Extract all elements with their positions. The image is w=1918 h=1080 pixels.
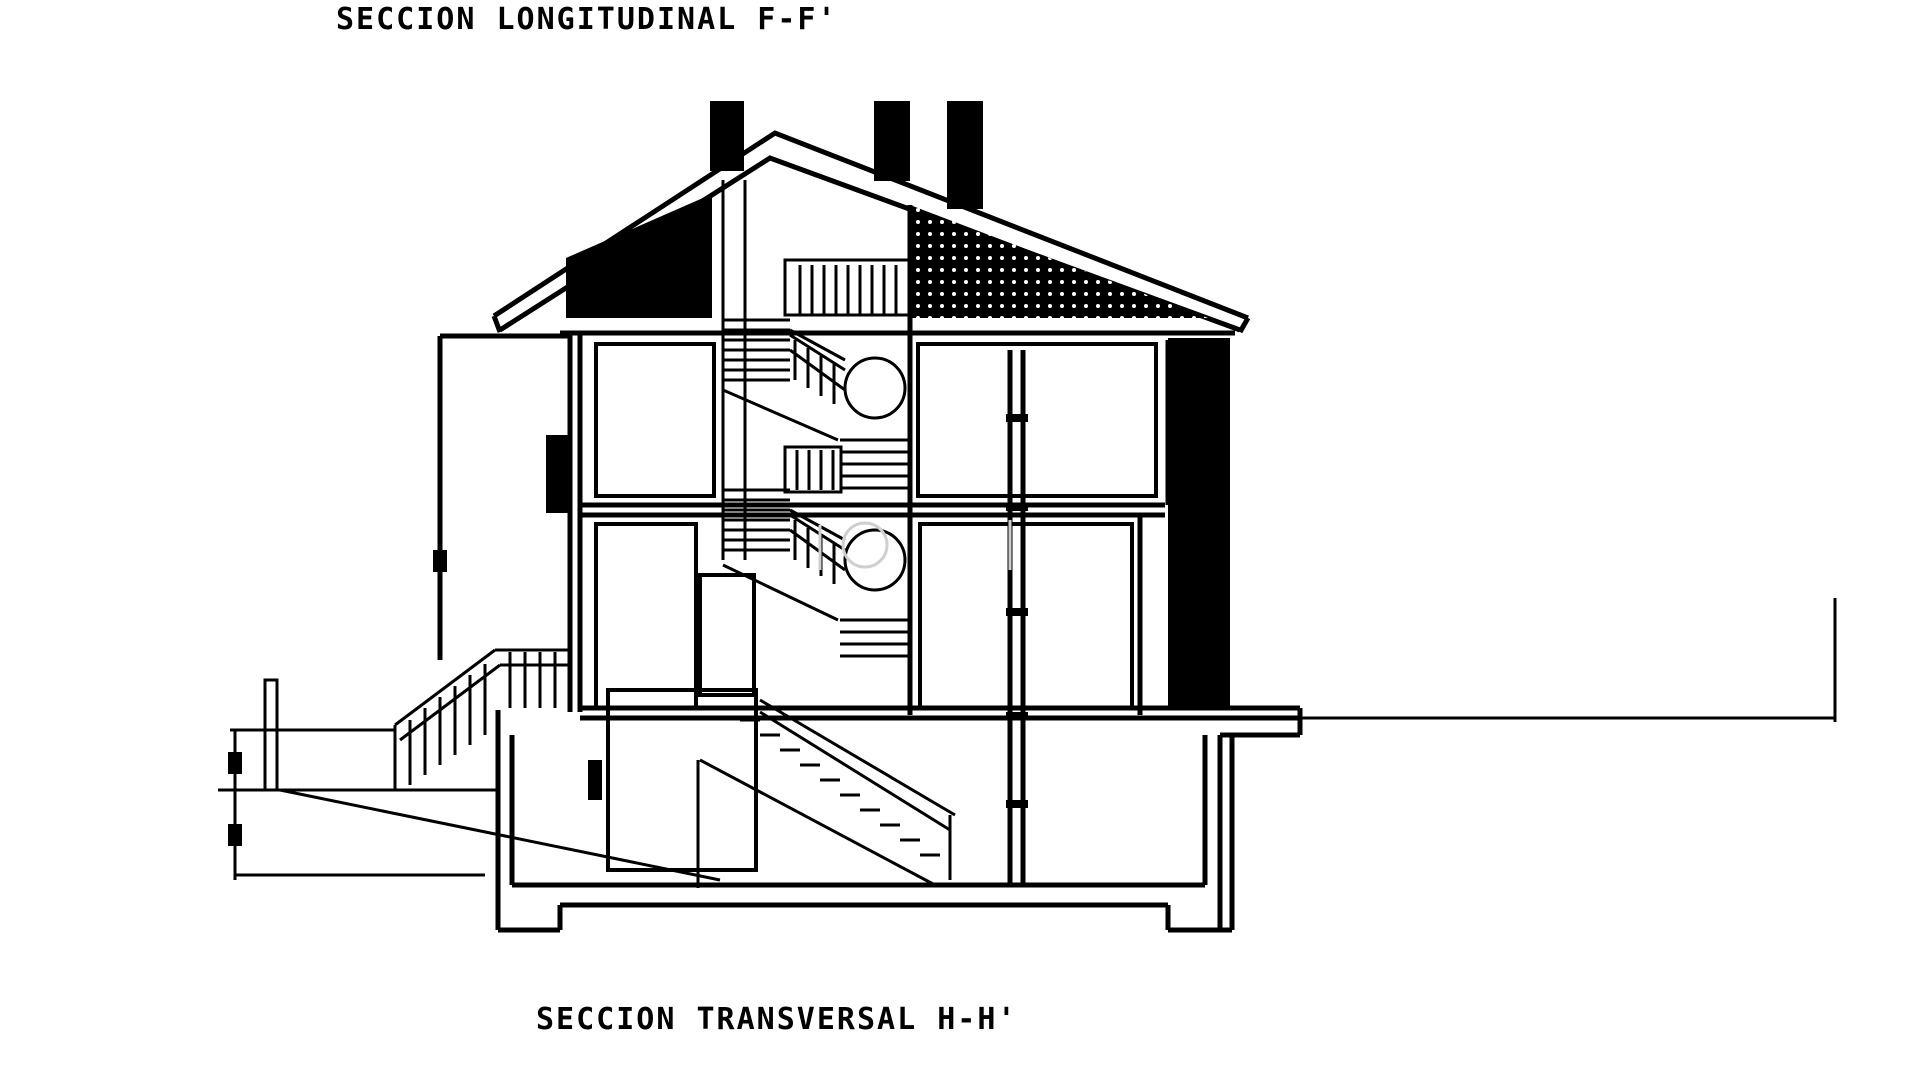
roof-insulation-left bbox=[566, 194, 712, 318]
chimneys bbox=[710, 101, 983, 209]
central-stair bbox=[721, 180, 908, 658]
terrain bbox=[218, 336, 1837, 882]
dimension-marks bbox=[228, 414, 1028, 846]
exterior-stair bbox=[393, 648, 570, 790]
section-title-longitudinal: SECCION LONGITUDINAL F-F' bbox=[336, 2, 838, 37]
left-window bbox=[546, 435, 570, 513]
roof-insulation-right bbox=[910, 205, 1208, 318]
room-outlines bbox=[594, 342, 1158, 872]
right-wall-fill bbox=[1168, 338, 1230, 706]
basement-stair bbox=[608, 688, 956, 888]
watermark bbox=[818, 520, 1012, 570]
section-title-transversal: SECCION TRANSVERSAL H-H' bbox=[536, 1002, 1018, 1037]
